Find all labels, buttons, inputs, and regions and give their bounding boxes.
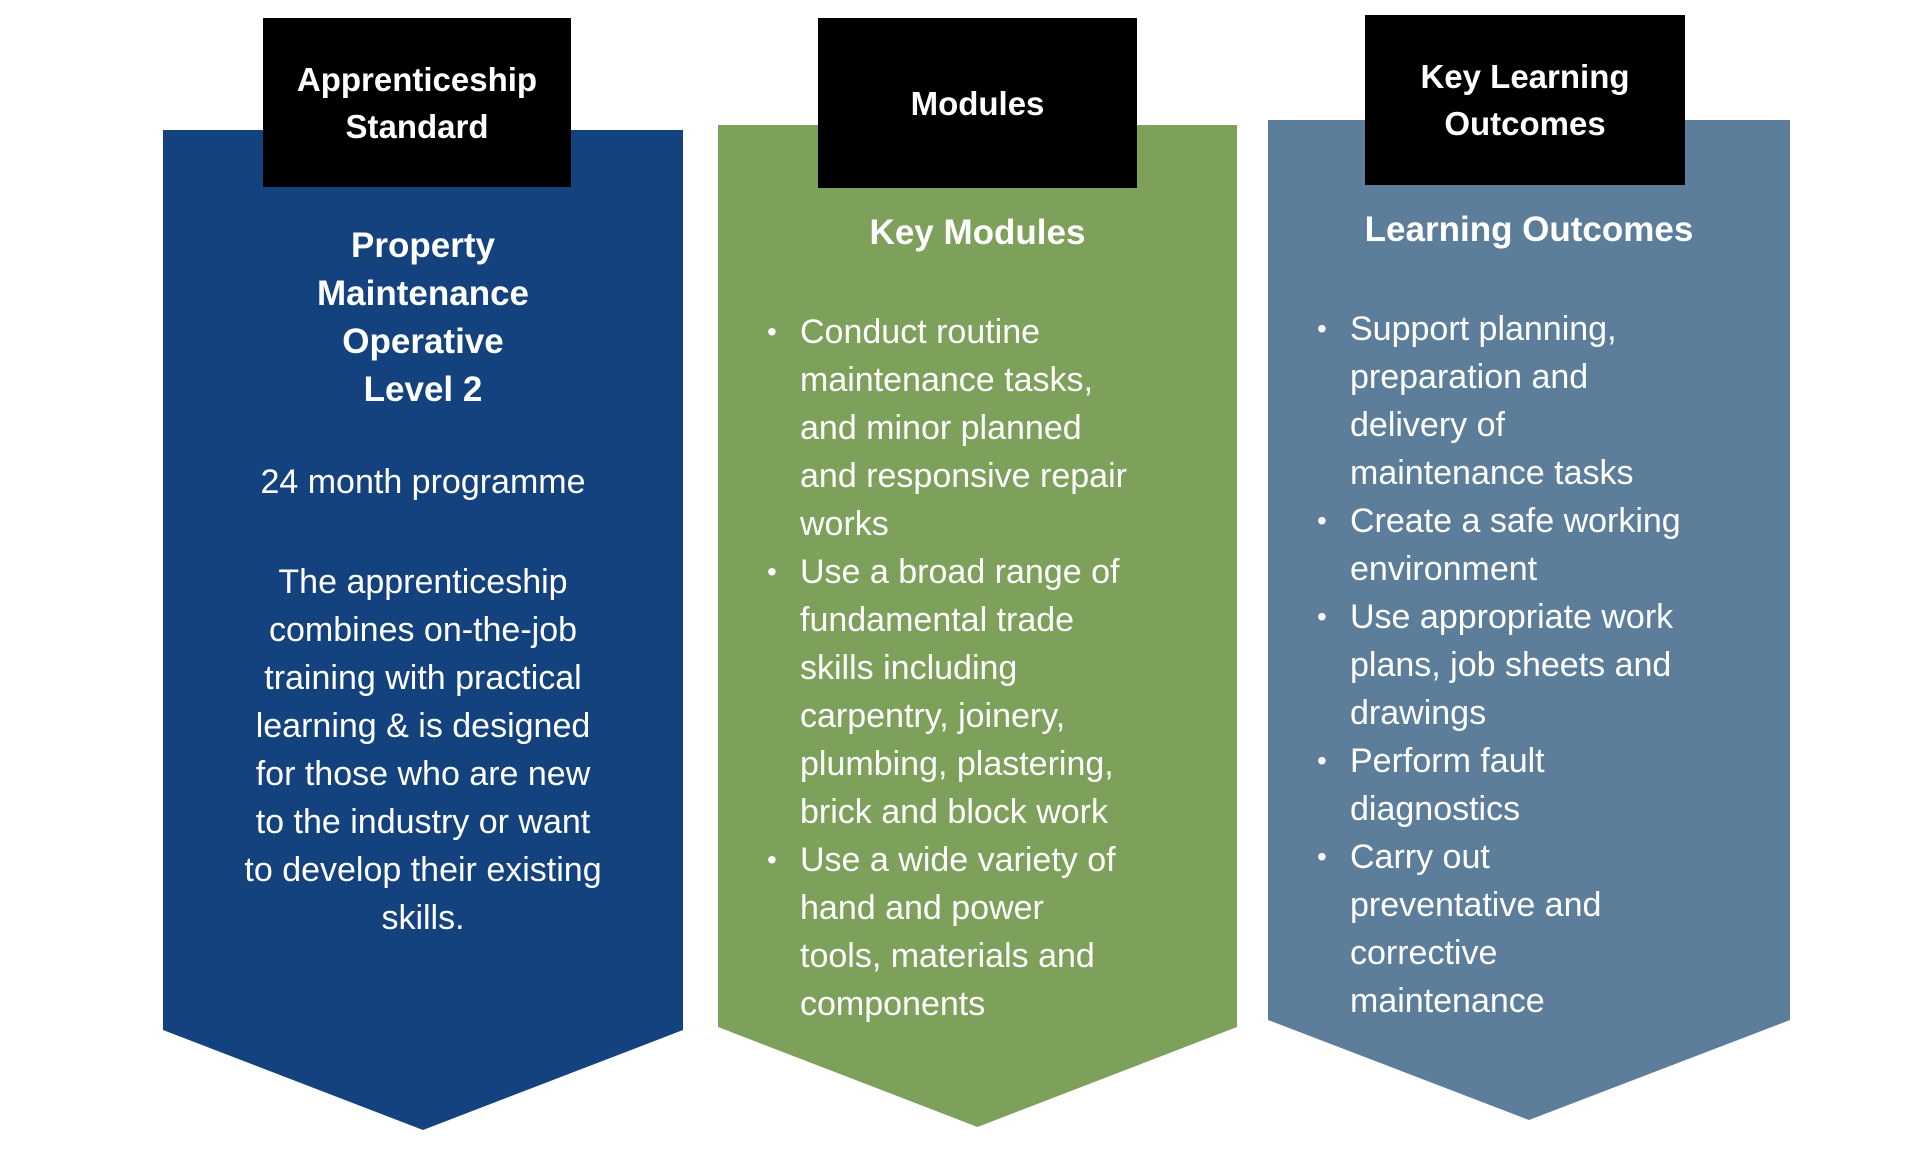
bullet-line: delivery of <box>1350 406 1505 444</box>
outcomes-bullet-list: • Support planning, preparation and deli… <box>1268 305 1790 1025</box>
header-tab-label: Apprenticeship Standard <box>297 56 537 150</box>
description-line: skills. <box>381 899 465 937</box>
bullet-line: Support planning, <box>1350 310 1617 348</box>
title-line: Property <box>351 226 495 265</box>
banner-modules: Key Modules • Conduct routine maintenanc… <box>718 125 1237 1127</box>
bullet-line: maintenance <box>1350 982 1545 1020</box>
programme-duration: 24 month programme <box>260 463 586 501</box>
title-line: Level 2 <box>363 370 483 409</box>
list-item: • Perform fault diagnostics <box>1317 737 1764 833</box>
bullet-icon: • <box>1317 745 1327 776</box>
bullet-text: Carry out preventative and corrective ma… <box>1350 833 1601 1025</box>
header-tab-apprenticeship-standard: Apprenticeship Standard <box>263 18 571 187</box>
bullet-line: Use appropriate work <box>1350 598 1674 636</box>
bullet-line: Conduct routine <box>800 313 1041 351</box>
bullet-text: Use appropriate work plans, job sheets a… <box>1350 593 1673 737</box>
bullet-icon: • <box>1317 601 1327 632</box>
description-line: training with practical <box>264 659 582 697</box>
bullet-icon: • <box>767 556 777 587</box>
bullet-line: drawings <box>1350 694 1487 732</box>
section-heading: Key Modules <box>869 213 1086 252</box>
list-item: • Use a broad range of fundamental trade… <box>767 548 1211 836</box>
programme-description: The apprenticeship combines on-the-job t… <box>163 558 683 942</box>
description-line: for those who are new <box>255 755 591 793</box>
bullet-line: Use a broad range of <box>800 553 1120 591</box>
list-item: • Carry out preventative and corrective … <box>1317 833 1764 1025</box>
header-tab-label: Modules <box>911 80 1045 127</box>
header-tab-key-learning-outcomes: Key Learning Outcomes <box>1365 15 1685 185</box>
bullet-line: Create a safe working <box>1350 502 1681 540</box>
bullet-line: Carry out <box>1350 838 1490 876</box>
bullet-line: skills including <box>800 649 1018 687</box>
bullet-text: Conduct routine maintenance tasks, and m… <box>800 308 1127 548</box>
bullet-line: environment <box>1350 550 1538 588</box>
bullet-text: Create a safe working environment <box>1350 497 1681 593</box>
list-item: • Create a safe working environment <box>1317 497 1764 593</box>
header-tab-modules: Modules <box>818 18 1137 188</box>
bullet-text: Support planning, preparation and delive… <box>1350 305 1634 497</box>
list-item: • Use appropriate work plans, job sheets… <box>1317 593 1764 737</box>
bullet-line: works <box>800 505 889 543</box>
bullet-line: carpentry, joinery, <box>800 697 1066 735</box>
banner-key-learning-outcomes: Learning Outcomes • Support planning, pr… <box>1268 120 1790 1120</box>
bullet-line: components <box>800 985 986 1023</box>
list-item: • Use a wide variety of hand and power t… <box>767 836 1211 1028</box>
bullet-line: corrective <box>1350 934 1498 972</box>
bullet-line: Use a wide variety of <box>800 841 1116 879</box>
bullet-line: diagnostics <box>1350 790 1521 828</box>
header-tab-line: Key Learning <box>1420 58 1630 95</box>
bullet-line: tools, materials and <box>800 937 1095 975</box>
bullet-text: Perform fault diagnostics <box>1350 737 1545 833</box>
header-tab-label: Key Learning Outcomes <box>1420 53 1629 147</box>
description-line: to develop their existing <box>244 851 602 889</box>
description-line: to the industry or want <box>255 803 591 841</box>
bullet-icon: • <box>1317 505 1327 536</box>
bullet-line: maintenance tasks <box>1350 454 1634 492</box>
bullet-icon: • <box>1317 841 1327 872</box>
title-line: Operative <box>342 322 504 361</box>
description-line: combines on-the-job <box>268 611 578 649</box>
bullet-line: and minor planned <box>800 409 1082 447</box>
banner-title: Property Maintenance Operative Level 2 <box>163 222 683 414</box>
bullet-icon: • <box>767 316 777 347</box>
description-line: The apprenticeship <box>278 563 568 601</box>
bullet-line: fundamental trade <box>800 601 1075 639</box>
bullet-line: Perform fault <box>1350 742 1545 780</box>
bullet-line: plans, job sheets and <box>1350 646 1672 684</box>
bullet-line: maintenance tasks, <box>800 361 1093 399</box>
bullet-line: hand and power <box>800 889 1044 927</box>
modules-bullet-list: • Conduct routine maintenance tasks, and… <box>718 308 1237 1028</box>
description-line: learning & is designed <box>255 707 591 745</box>
header-tab-line: Modules <box>910 84 1045 122</box>
bullet-line: preventative and <box>1350 886 1602 924</box>
list-item: • Conduct routine maintenance tasks, and… <box>767 308 1211 548</box>
bullet-icon: • <box>1317 313 1327 344</box>
list-item: • Support planning, preparation and deli… <box>1317 305 1764 497</box>
header-tab-line: Standard <box>345 107 489 145</box>
title-line: Maintenance <box>317 274 529 313</box>
bullet-line: brick and block work <box>800 793 1109 831</box>
header-tab-line: Outcomes <box>1444 105 1606 142</box>
banner-apprenticeship-standard: Property Maintenance Operative Level 2 2… <box>163 130 683 1130</box>
bullet-line: plumbing, plastering, <box>800 745 1114 783</box>
header-tab-line: Apprenticeship <box>296 60 538 98</box>
bullet-line: and responsive repair <box>800 457 1127 495</box>
bullet-icon: • <box>767 844 777 875</box>
bullet-line: preparation and <box>1350 358 1589 396</box>
bullet-text: Use a broad range of fundamental trade s… <box>800 548 1119 836</box>
bullet-text: Use a wide variety of hand and power too… <box>800 836 1116 1028</box>
section-heading: Learning Outcomes <box>1364 210 1694 249</box>
